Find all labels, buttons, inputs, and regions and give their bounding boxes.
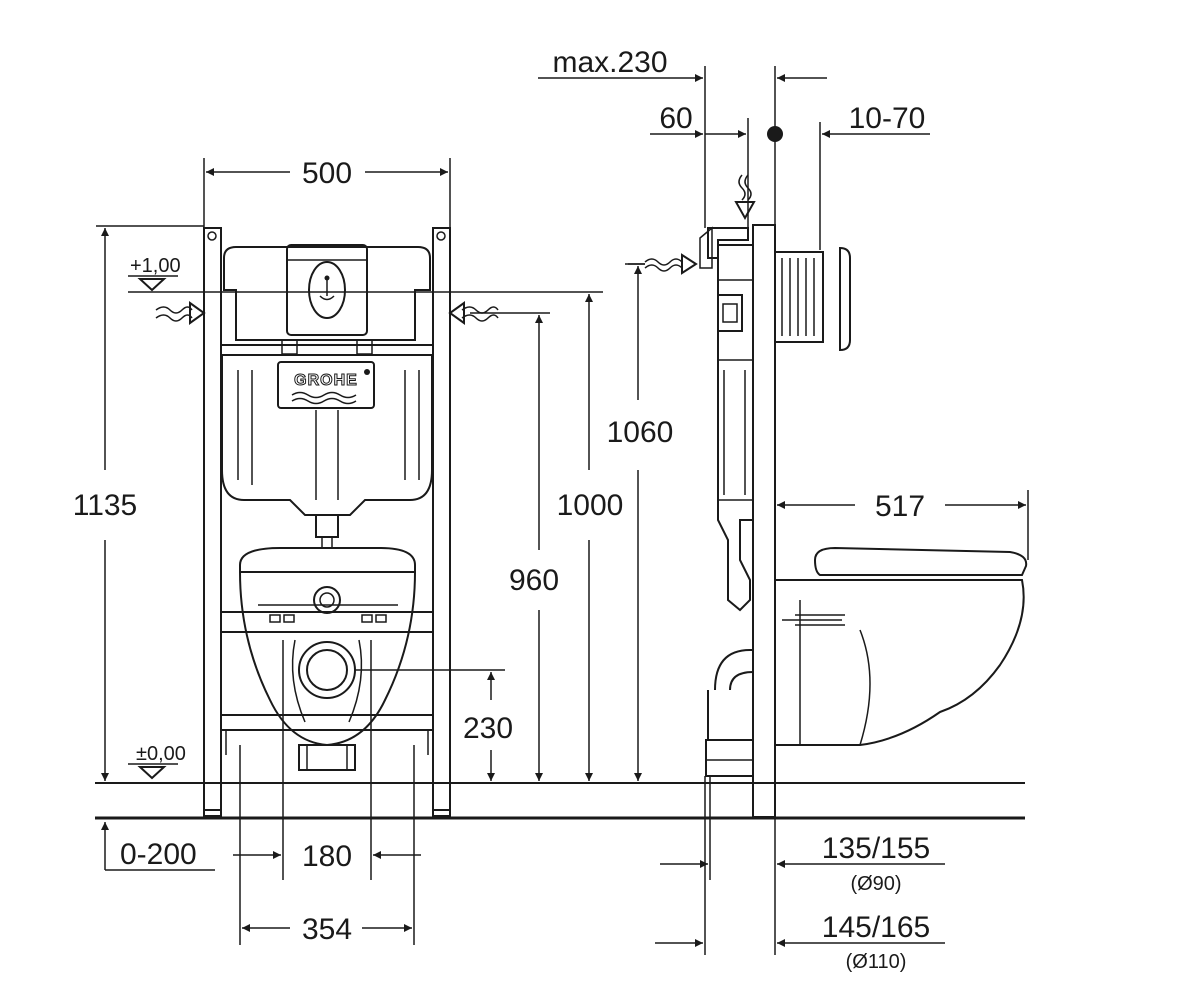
dim-frame-height: 1135 xyxy=(73,225,204,781)
pan-width-label: 354 xyxy=(302,913,352,946)
outlet-90-label: 135/155 xyxy=(822,832,930,865)
outlet-90-diameter-label: (Ø90) xyxy=(850,873,901,895)
dim-bolt-spacing: 180 xyxy=(233,640,421,880)
side-view: max.230 60 10-70 1060 517 xyxy=(538,46,1029,973)
floor-lines xyxy=(95,782,1025,820)
button-offset-label: 10-70 xyxy=(849,102,926,135)
inlet-offset-label: 60 xyxy=(659,102,692,135)
side-drain-pipe xyxy=(705,649,754,777)
frame-height-label: 1135 xyxy=(73,489,138,522)
dim-outlet-height: 230 xyxy=(355,669,513,781)
dim-floor-offset: 0-200 xyxy=(101,822,215,871)
side-frame-upright xyxy=(752,224,776,818)
level-marker-floor: ±0,00 xyxy=(128,743,186,780)
outlet-110-diameter-label: (Ø110) xyxy=(846,951,907,973)
level-marker-top: +1,00 xyxy=(128,255,603,293)
frame-right-upright xyxy=(432,227,451,817)
dim-inlet-offset: 60 xyxy=(650,102,749,230)
level-top-label: +1,00 xyxy=(130,255,181,277)
floor-offset-label: 0-200 xyxy=(120,838,197,871)
dim-pan-projection: 517 xyxy=(777,490,1029,560)
toilet-pan-front xyxy=(238,547,417,771)
dim-max-depth: max.230 xyxy=(538,46,827,228)
side-flush-button xyxy=(774,246,851,352)
inlet-height-label: 1000 xyxy=(557,489,624,522)
frame-width-label: 500 xyxy=(302,157,352,190)
frame-left-upright xyxy=(203,227,222,817)
frame-crossbars xyxy=(220,611,434,755)
dim-outlet-90: 135/155 (Ø90) xyxy=(660,776,945,955)
outlet-height-label: 230 xyxy=(463,712,513,745)
max-depth-label: max.230 xyxy=(552,46,667,79)
bolt-spacing-label: 180 xyxy=(302,840,352,873)
dim-water-height: 960 xyxy=(470,312,559,781)
pan-projection-label: 517 xyxy=(875,490,925,523)
total-height-label: 1060 xyxy=(607,416,674,449)
flush-plate xyxy=(281,244,373,355)
water-height-label: 960 xyxy=(509,564,559,597)
dim-frame-width: 500 xyxy=(203,157,451,228)
toilet-pan-side xyxy=(775,546,1028,746)
dim-outlet-110: 145/165 (Ø110) xyxy=(655,911,945,973)
dim-total-height: 1060 xyxy=(607,263,674,781)
front-view: GROHE xyxy=(73,157,624,946)
side-cistern xyxy=(699,226,754,612)
outlet-110-label: 145/165 xyxy=(822,911,930,944)
grohe-logo: GROHE xyxy=(277,361,375,409)
dim-inlet-height: 1000 xyxy=(557,294,624,781)
dim-button-offset: 10-70 xyxy=(819,102,930,250)
dim-pan-width: 354 xyxy=(239,745,415,946)
brand-logo-text: GROHE xyxy=(294,372,358,389)
level-floor-label: ±0,00 xyxy=(136,743,186,765)
water-inlet-left-icon xyxy=(155,301,206,325)
cistern xyxy=(221,246,433,548)
side-water-top-icon xyxy=(734,174,756,221)
